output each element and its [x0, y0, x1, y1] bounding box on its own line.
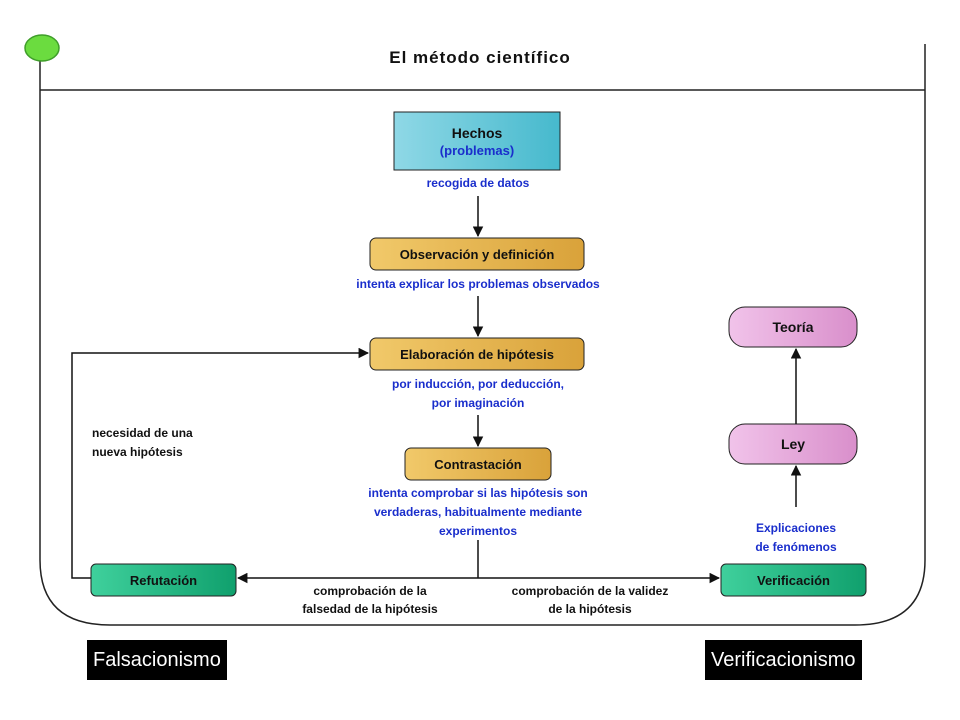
annotation-explicaciones-1: Explicaciones	[755, 521, 837, 535]
annotation-comprobar-2: verdaderas, habitualmente mediante	[373, 505, 583, 519]
observacion-node: Observación y definición	[399, 246, 555, 262]
hechos-node: Hechos (problemas)	[394, 112, 560, 170]
annotation-falsedad-2: falsedad de la hipótesis	[302, 602, 438, 616]
hechos-box-shape	[393, 111, 561, 171]
verificacion-node: Verificación	[757, 572, 830, 588]
observacion-box-shape	[369, 237, 585, 271]
contrastacion-box-shape	[404, 447, 552, 481]
ley-box-shape	[728, 423, 858, 465]
verificacionismo-label: Verificacionismo	[705, 640, 862, 680]
annotation-comprobar-3: experimentos	[438, 524, 518, 538]
annotation-explicaciones-2: de fenómenos	[755, 540, 837, 554]
green-dot-icon	[24, 34, 60, 62]
arrow-refutacion-to-elaboracion	[71, 347, 370, 579]
annotation-intenta-explicar: intenta explicar los problemas observado…	[356, 277, 600, 291]
frame-outline	[39, 44, 926, 626]
elaboracion-node: Elaboración de hipótesis	[400, 346, 554, 362]
annotation-validez-1: comprobación de la validez	[511, 584, 669, 598]
hechos-title: Hechos	[451, 124, 503, 141]
hechos-subtitle: (problemas)	[439, 142, 515, 158]
refutacion-box-shape	[90, 563, 237, 597]
contrastacion-node: Contrastación	[434, 456, 522, 472]
elaboracion-box-shape	[369, 337, 585, 371]
annotation-validez-2: de la hipótesis	[548, 602, 632, 616]
annotation-necesidad-2: nueva hipótesis	[92, 445, 183, 459]
annotation-necesidad-1: necesidad de una	[92, 426, 193, 440]
verificacion-box-shape	[720, 563, 867, 597]
annotation-recogida: recogida de datos	[426, 176, 530, 190]
refutacion-node: Refutación	[129, 572, 198, 588]
teoria-node: Teoría	[772, 319, 814, 335]
annotation-falsedad-1: comprobación de la	[313, 584, 427, 598]
annotation-comprobar-1: intenta comprobar si las hipótesis son	[368, 486, 588, 500]
diagram-title: El método científico	[389, 48, 571, 67]
falsacionismo-label: Falsacionismo	[87, 640, 227, 680]
annotation-induccion-1: por inducción, por deducción,	[391, 377, 564, 391]
annotation-induccion-2: por imaginación	[431, 396, 525, 410]
ley-node: Ley	[780, 436, 806, 452]
teoria-box-shape	[728, 306, 858, 348]
